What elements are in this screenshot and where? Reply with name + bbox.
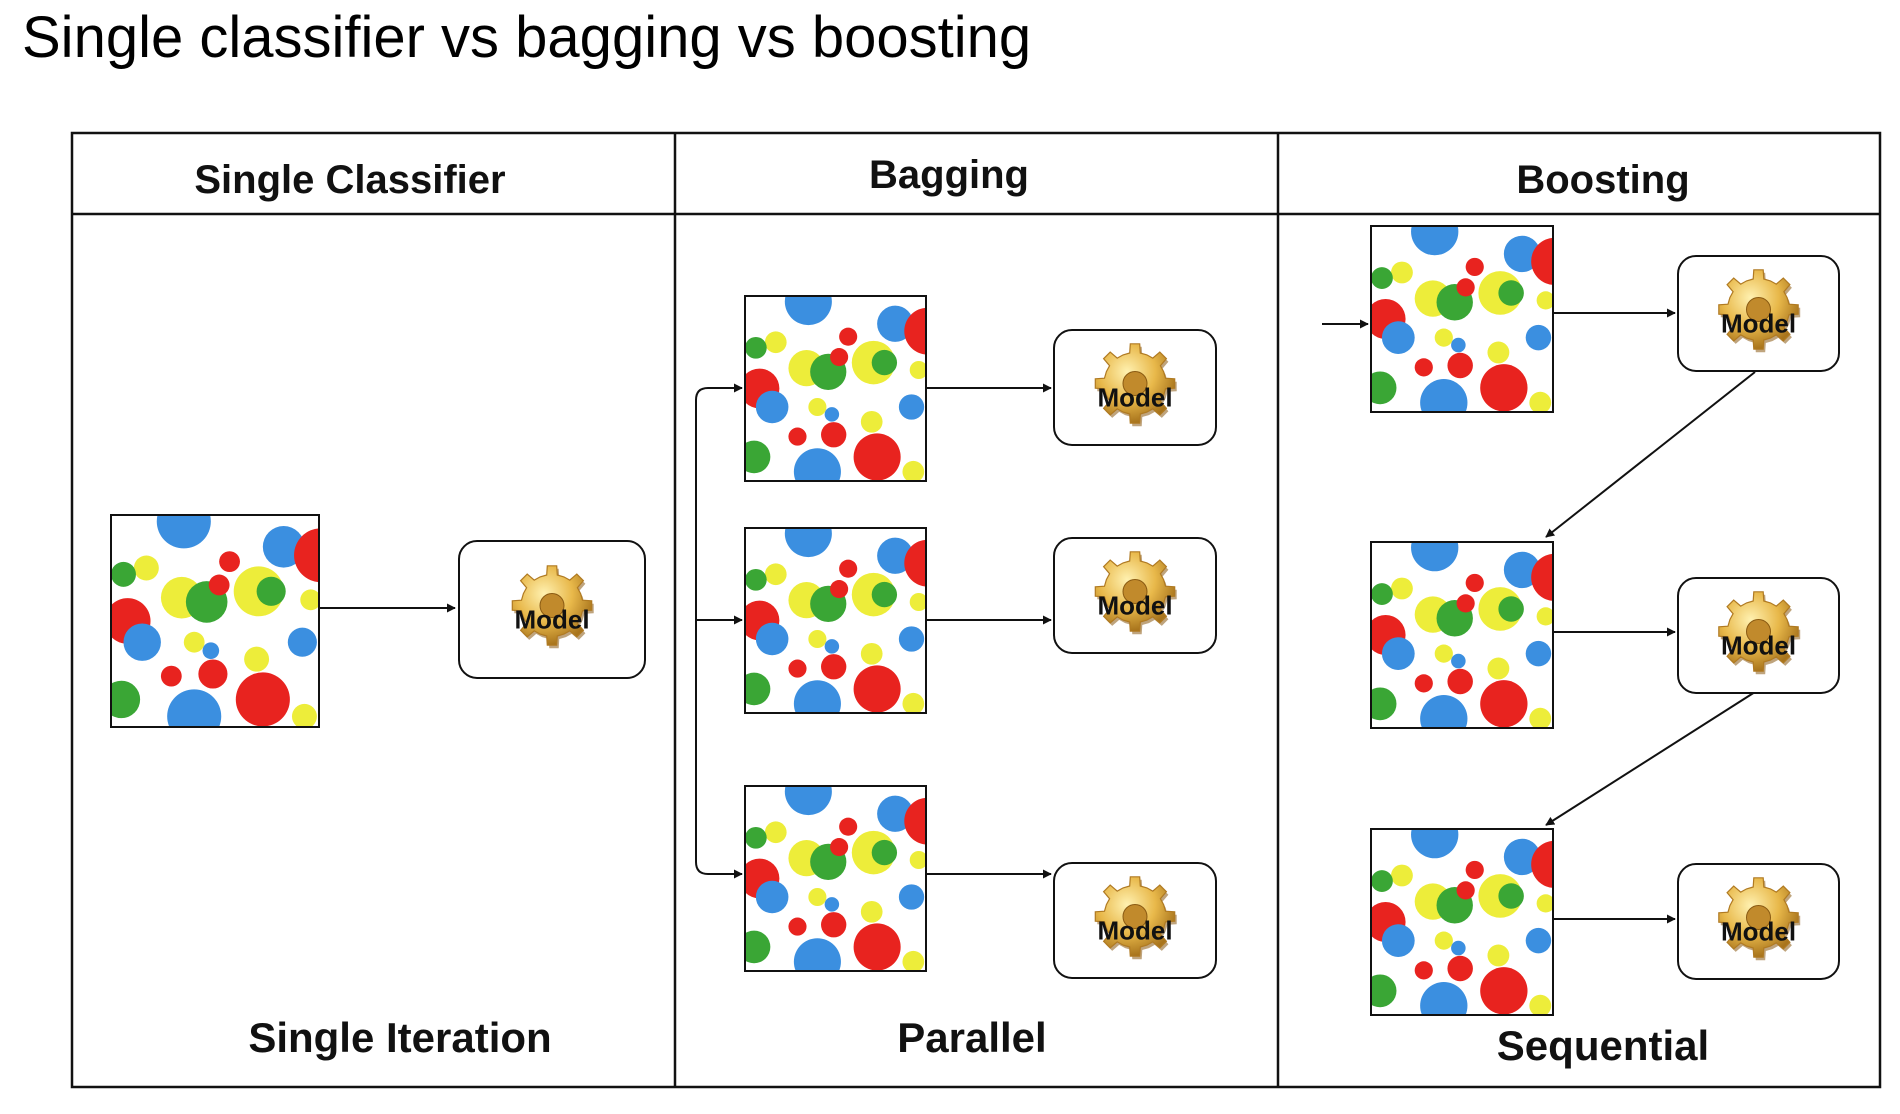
gear-icon	[1094, 876, 1177, 960]
model-label: Model	[1097, 591, 1172, 621]
dataset-icon	[110, 514, 320, 728]
header-single-classifier: Single Classifier	[194, 158, 505, 202]
datasets	[110, 225, 1554, 1016]
arrow-icon	[1545, 371, 1756, 538]
gear-icon	[1718, 269, 1801, 353]
model-label: Model	[514, 605, 589, 635]
gear-icon	[511, 565, 594, 649]
dataset-icon	[1370, 541, 1554, 729]
model-box: Model	[1677, 255, 1840, 372]
gear-icon	[1718, 591, 1801, 675]
header-bagging: Bagging	[869, 153, 1029, 197]
model-box: Model	[1053, 329, 1217, 446]
footer-sequential: Sequential	[1497, 1022, 1709, 1069]
model-label: Model	[1097, 916, 1172, 946]
model-box: Model	[1053, 862, 1217, 979]
arrow-icon	[1545, 691, 1756, 826]
model-label: Model	[1721, 309, 1796, 339]
dataset-icon	[744, 785, 927, 972]
model-label: Model	[1721, 917, 1796, 947]
gear-icon	[1094, 343, 1177, 427]
bagging-branch-line	[695, 383, 743, 622]
footer-single-iteration: Single Iteration	[248, 1014, 551, 1061]
footer-parallel: Parallel	[897, 1014, 1046, 1061]
model-box: Model	[1677, 863, 1840, 980]
header-boosting: Boosting	[1516, 158, 1689, 202]
slide-title: Single classifier vs bagging vs boosting	[22, 5, 1032, 70]
gear-icon	[1094, 551, 1177, 635]
gear-icon	[1718, 877, 1801, 961]
dataset-icon	[744, 527, 927, 714]
dataset-icon	[1370, 828, 1554, 1016]
bagging-branch-line	[695, 618, 743, 879]
model-box: Model	[458, 540, 646, 679]
model-label: Model	[1097, 383, 1172, 413]
dataset-icon	[1370, 225, 1554, 413]
model-box: Model	[1053, 537, 1217, 654]
model-label: Model	[1721, 631, 1796, 661]
connectors	[319, 308, 1756, 924]
dataset-icon	[744, 295, 927, 482]
model-box: Model	[1677, 577, 1840, 694]
diagram-frame	[70, 131, 1882, 1089]
